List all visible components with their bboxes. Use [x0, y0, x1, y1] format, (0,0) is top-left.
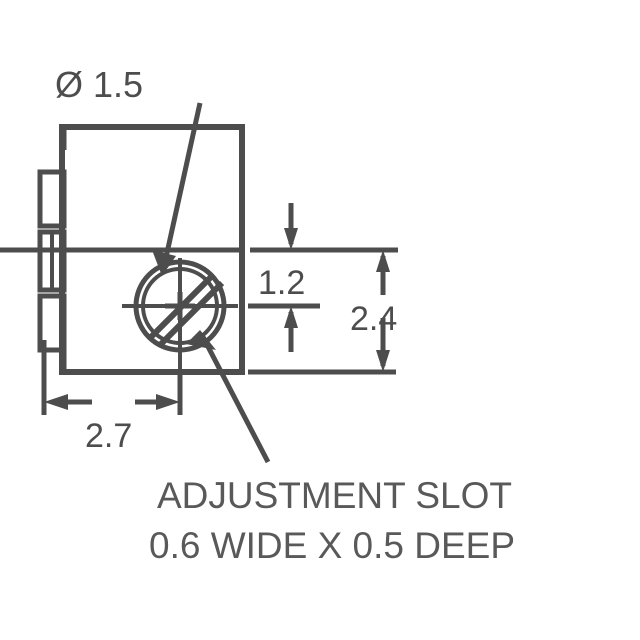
slot-leader-line — [186, 330, 271, 464]
pin-2 — [37, 229, 67, 293]
diameter-leader-line — [152, 102, 203, 276]
dimension-2-4-label: 2.4 — [350, 300, 397, 338]
dimension-1-2 — [284, 203, 298, 352]
dimension-1-2-label: 1.2 — [258, 264, 305, 302]
dimension-2-7 — [41, 340, 183, 415]
dimension-2-7-label: 2.7 — [85, 417, 132, 455]
pin-1 — [37, 169, 67, 229]
extension-lines — [248, 247, 398, 375]
hole-crosshair — [122, 258, 238, 372]
hole-diameter-label: Ø 1.5 — [55, 64, 143, 105]
slot-edge-2 — [157, 280, 225, 348]
pin-3 — [37, 293, 67, 353]
note-line-1: ADJUSTMENT SLOT — [157, 475, 512, 516]
pin-group — [37, 169, 67, 353]
dimension-2-4 — [376, 250, 390, 372]
note-line-2: 0.6 WIDE X 0.5 DEEP — [149, 525, 515, 566]
